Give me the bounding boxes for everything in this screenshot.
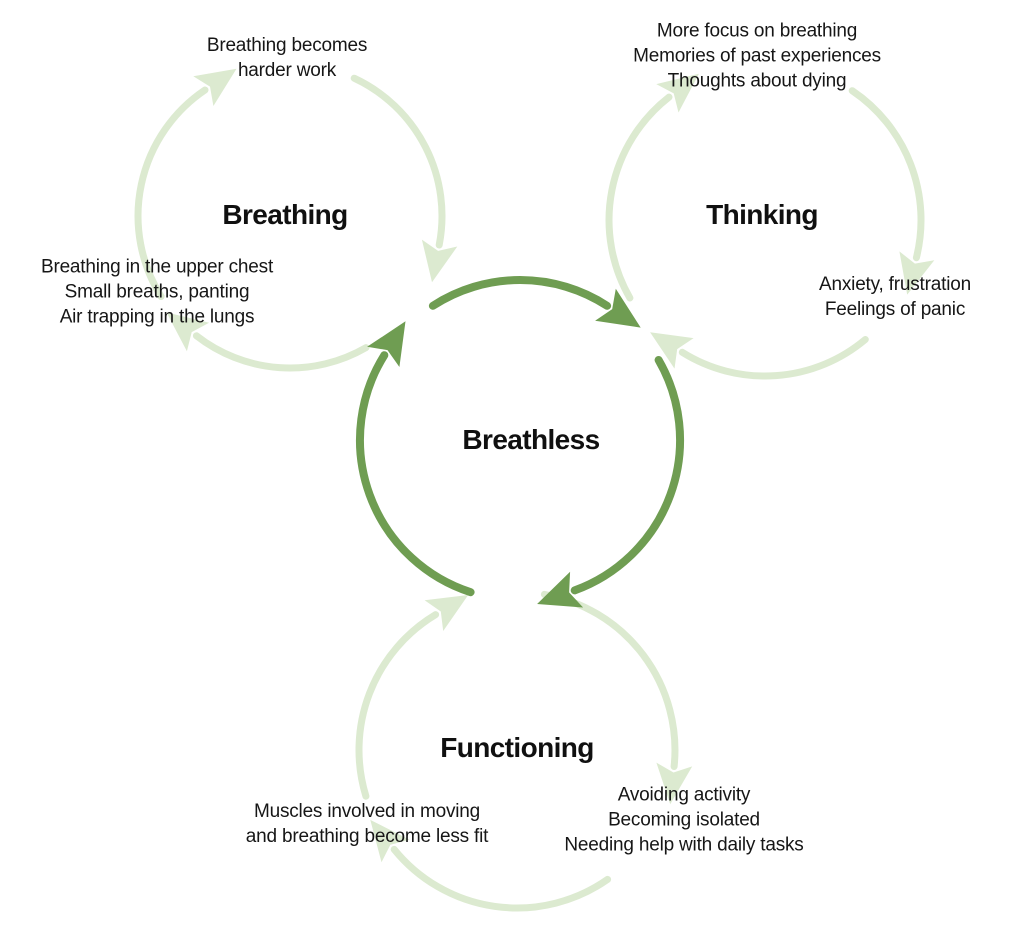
note-line: Memories of past experiences <box>633 45 881 67</box>
breathing-left-note: Breathing in the upper chest Small breat… <box>41 255 273 330</box>
cycle-arc <box>134 86 209 300</box>
cycle-arc <box>192 332 370 372</box>
arrowhead-icon <box>370 819 410 863</box>
note-line: Thoughts about dying <box>667 70 847 92</box>
arrowhead-icon <box>595 288 641 328</box>
arrowhead-icon <box>650 332 694 369</box>
thinking-right-note: Anxiety, frustration Feelings of panic <box>819 272 971 322</box>
functioning-left-note: Muscles involved in moving and breathing… <box>245 799 489 849</box>
cycle-arc <box>678 336 869 380</box>
note-line: harder work <box>237 60 337 81</box>
breathing-top-note: Breathing becomes harder work <box>206 33 368 83</box>
cycle-arc <box>570 356 685 595</box>
arrowhead-icon <box>421 239 458 283</box>
cycle-arc <box>428 276 612 310</box>
note-line: Muscles involved in moving <box>253 801 481 822</box>
cycle-arc <box>350 74 446 249</box>
arrowhead-icon <box>424 595 469 631</box>
arrowhead-icon <box>656 73 699 113</box>
note-line: Small breaths, panting <box>64 281 250 303</box>
note-line: Anxiety, frustration <box>819 274 971 295</box>
arrowhead-icon <box>899 251 935 295</box>
note-line: Breathing becomes <box>206 35 368 56</box>
breathless-center-title: Breathless <box>462 424 600 455</box>
breathing-cycle-arrows <box>134 68 458 372</box>
functioning-right-note: Avoiding activity Becoming isolated Need… <box>564 783 803 858</box>
thinking-cycle-title: Thinking <box>706 199 818 230</box>
arrowhead-icon <box>367 321 406 367</box>
note-line: and breathing become less fit <box>245 826 489 847</box>
note-line: Breathing in the upper chest <box>40 256 274 278</box>
thinking-top-note: More focus on breathing Memories of past… <box>633 19 881 94</box>
cycle-arc <box>355 611 440 800</box>
arrowhead-icon <box>656 762 693 805</box>
note-line: Air trapping in the lungs <box>59 306 255 328</box>
note-line: Needing help with daily tasks <box>564 834 804 856</box>
functioning-cycle-title: Functioning <box>440 732 594 763</box>
cycle-arc <box>356 351 475 597</box>
breathless-cycle-arrows <box>356 276 685 608</box>
arrowhead-icon <box>537 571 584 608</box>
thinking-cycle-arrows <box>605 73 935 380</box>
note-line: Avoiding activity <box>617 784 751 806</box>
arrowhead-icon <box>193 68 237 106</box>
breathing-cycle-title: Breathing <box>222 199 348 230</box>
note-line: Becoming isolated <box>608 809 760 831</box>
arrowhead-icon <box>166 312 210 352</box>
cycle-arc <box>848 87 925 262</box>
note-line: Feelings of panic <box>824 299 966 320</box>
cycle-arc <box>390 845 612 912</box>
note-line: More focus on breathing <box>656 20 858 42</box>
cycle-arc <box>605 93 673 302</box>
